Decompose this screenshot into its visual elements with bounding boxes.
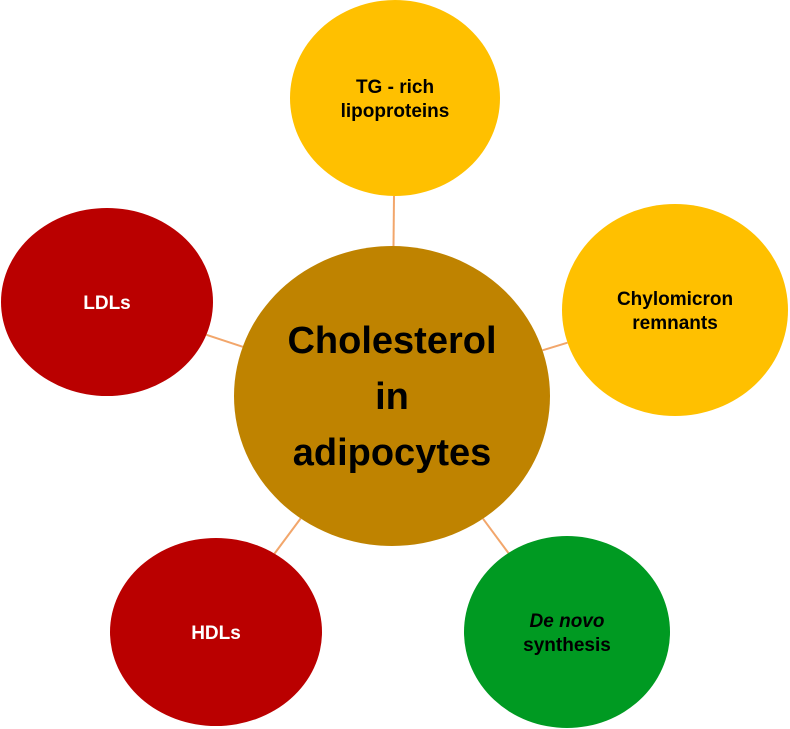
node-hdls: HDLs <box>110 538 322 726</box>
node-label-hdls: HDLs <box>191 623 241 644</box>
center-node: Cholesterol in adipocytes <box>234 246 550 546</box>
node-label-de-novo-synthesis: synthesis <box>523 635 611 656</box>
node-tg-rich-lipoproteins: TG - rich lipoproteins <box>290 0 500 196</box>
connector-tg-rich-lipoproteins <box>392 195 395 247</box>
node-label-chylomicron-remnants: Chylomicron <box>617 289 733 310</box>
connector-de-novo-synthesis <box>482 518 510 554</box>
node-circle-hdls <box>110 538 322 726</box>
node-chylomicron-remnants: Chylomicron remnants <box>562 204 788 416</box>
center-circle <box>234 246 550 546</box>
center-label: in <box>375 376 409 418</box>
connector-chylomicron-remnants <box>542 341 568 352</box>
connectors <box>206 195 568 555</box>
node-circle-ldls <box>1 208 213 396</box>
node-label-tg-rich-lipoproteins: TG - rich <box>356 77 434 98</box>
connector-ldls <box>206 333 244 348</box>
node-label-de-novo-synthesis: De novo <box>530 611 605 632</box>
connector-hdls <box>273 517 302 555</box>
node-label-chylomicron-remnants: remnants <box>632 313 718 334</box>
node-de-novo-synthesis: De novo synthesis <box>464 536 670 728</box>
center-label: adipocytes <box>293 432 492 474</box>
node-circle-de-novo-synthesis <box>464 536 670 728</box>
center-label: Cholesterol <box>287 320 496 362</box>
node-circle-tg-rich-lipoproteins <box>290 0 500 196</box>
node-ldls: LDLs <box>1 208 213 396</box>
node-label-tg-rich-lipoproteins: lipoproteins <box>341 101 450 122</box>
node-label-ldls: LDLs <box>83 293 131 314</box>
node-circle-chylomicron-remnants <box>562 204 788 416</box>
